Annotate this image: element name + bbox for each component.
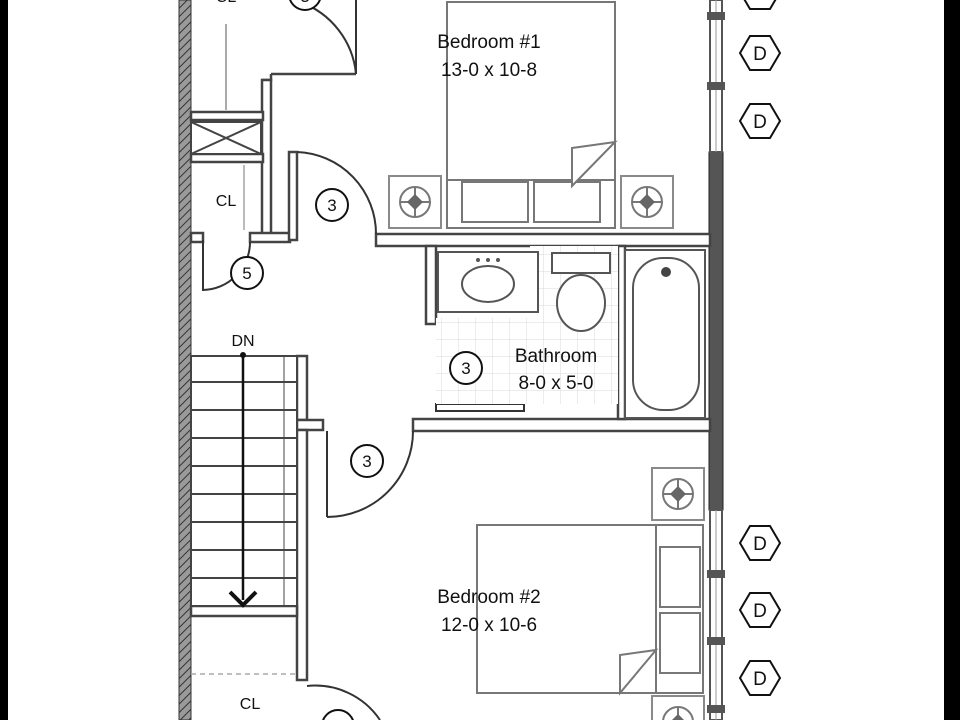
room-name-bedroom1: Bedroom #1 [437, 32, 541, 53]
window-tag-hexagon-icon: D [739, 35, 781, 71]
svg-text:5: 5 [242, 264, 251, 283]
bed-bedroom2 [476, 524, 704, 696]
closet-label-upper: CL [216, 193, 237, 210]
svg-text:3: 3 [461, 359, 470, 378]
room-name-bedroom2: Bedroom #2 [437, 587, 541, 608]
bathroom-fixtures [437, 249, 706, 419]
svg-text:D: D [753, 534, 767, 555]
door-tag-top: 3 [289, 0, 321, 11]
svg-text:D: D [753, 44, 767, 65]
window-tag-hexagon-icon [743, 0, 777, 10]
stairs-down-label: DN [231, 333, 254, 350]
frame-right [944, 0, 960, 720]
window-tags: D D D D D [739, 0, 781, 696]
floor-vent-icon [651, 695, 705, 720]
closet-label-top-partial: CL [216, 0, 237, 6]
room-name-bathroom: Bathroom [515, 346, 597, 367]
floor-vent-icon [651, 467, 705, 521]
bathtub-icon [624, 249, 706, 419]
svg-text:D: D [753, 601, 767, 622]
bed-bedroom1 [446, 1, 618, 229]
exterior-wall-right [707, 0, 725, 720]
stairs [190, 352, 298, 608]
door-tag-closet: 5 [230, 256, 264, 290]
toilet-icon [551, 252, 611, 332]
room-size-bathroom: 8-0 x 5-0 [519, 373, 594, 394]
window-tag-hexagon-icon: D [739, 592, 781, 628]
door-tags: 3 3 5 3 3 4 [230, 0, 483, 720]
svg-text:3: 3 [300, 0, 309, 6]
frame-left [0, 0, 8, 720]
door-tag-bedroom2: 3 [350, 444, 384, 478]
svg-text:3: 3 [327, 196, 336, 215]
door-tag-hall-upper: 3 [315, 188, 349, 222]
room-size-bedroom1: 13-0 x 10-8 [441, 60, 537, 81]
door-tag-bathroom: 3 [449, 351, 483, 385]
room-size-bedroom2: 12-0 x 10-6 [441, 615, 537, 636]
floor-vent-icon [388, 175, 442, 229]
svg-text:3: 3 [362, 452, 371, 471]
closet-label-lower: CL [240, 696, 261, 713]
svg-text:D: D [753, 669, 767, 690]
window-tag-hexagon-icon: D [739, 660, 781, 696]
window-tag-hexagon-icon: D [739, 103, 781, 139]
door-tag-bottom: 4 [322, 709, 354, 720]
svg-text:4: 4 [333, 717, 342, 720]
exterior-wall-left [178, 0, 192, 720]
closet-shelf-upper [190, 121, 262, 155]
window-tag-hexagon-icon: D [739, 525, 781, 561]
svg-text:D: D [753, 112, 767, 133]
floor-vent-icon [620, 175, 674, 229]
